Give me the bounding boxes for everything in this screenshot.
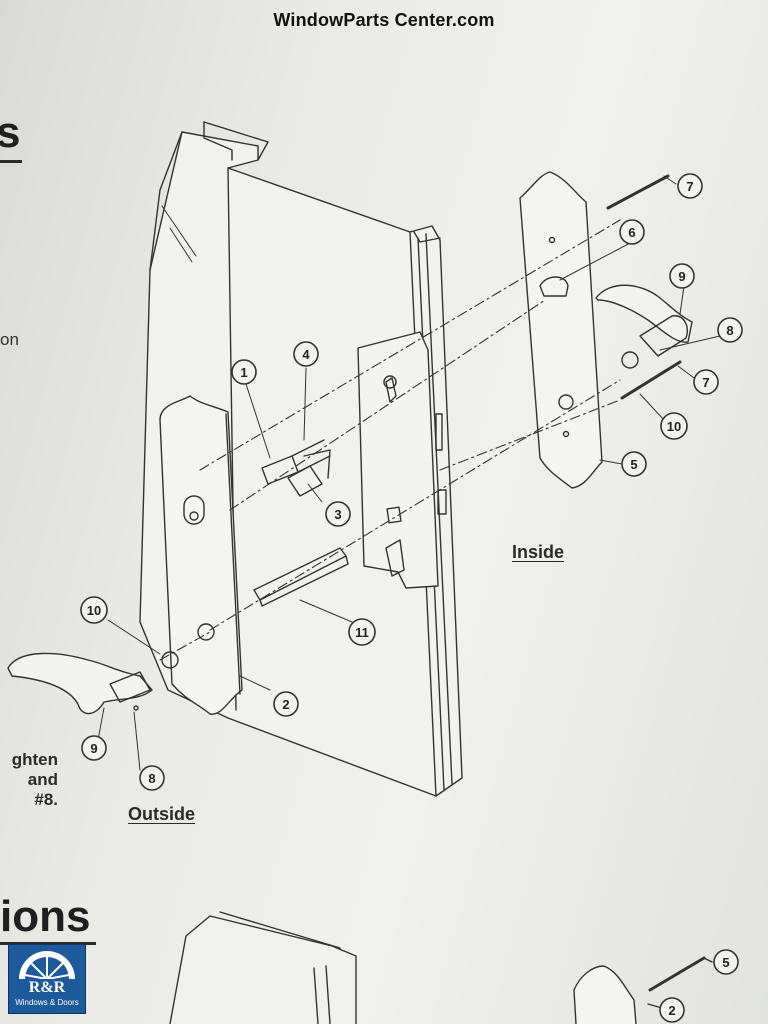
spindle-bar bbox=[253, 547, 349, 607]
callout-label: 10 bbox=[667, 419, 681, 434]
mortise-lock-body bbox=[357, 331, 447, 589]
callout-label: 11 bbox=[355, 625, 369, 640]
callout-10b: 10 bbox=[80, 596, 108, 624]
heading-underline-bottom bbox=[0, 942, 96, 945]
leader-lines bbox=[97, 175, 721, 771]
watermark: WindowParts Center.com bbox=[273, 10, 495, 30]
callout-7b: 7 bbox=[693, 369, 719, 395]
callout-11: 11 bbox=[348, 618, 376, 646]
lower-door-diagram bbox=[169, 911, 713, 1024]
callout-label: 7 bbox=[686, 179, 693, 194]
lower-callout-2: 2 bbox=[659, 997, 685, 1023]
callout-label: 8 bbox=[148, 771, 155, 786]
note-line: #8. bbox=[34, 790, 58, 809]
callout-label: 6 bbox=[628, 225, 635, 240]
logo-tagline: Windows & Doors bbox=[15, 998, 79, 1007]
cylinder-and-cam bbox=[261, 439, 331, 497]
callout-label: 10 bbox=[87, 603, 101, 618]
callout-label: 2 bbox=[668, 1003, 675, 1018]
logo-name: R&R bbox=[28, 979, 66, 996]
inside-label: Inside bbox=[512, 542, 565, 562]
inside-lever bbox=[595, 284, 693, 369]
callout-6: 6 bbox=[619, 219, 645, 245]
callout-5: 5 bbox=[621, 451, 647, 477]
heading-underline-top bbox=[0, 160, 22, 163]
callout-9a: 9 bbox=[669, 263, 695, 289]
callout-2: 2 bbox=[273, 691, 299, 717]
inside-escutcheon bbox=[519, 171, 603, 489]
callout-label: 5 bbox=[630, 457, 637, 472]
mounting-screws bbox=[606, 174, 682, 400]
callout-label: 9 bbox=[678, 269, 685, 284]
heading-fragment-bottom: ions bbox=[0, 892, 91, 941]
callout-7a: 7 bbox=[677, 173, 703, 199]
outside-escutcheon bbox=[159, 395, 243, 715]
callout-label: 2 bbox=[282, 697, 289, 712]
callout-label: 9 bbox=[90, 741, 97, 756]
callout-1: 1 bbox=[231, 359, 257, 385]
heading-fragment-top: s bbox=[0, 108, 21, 157]
callout-label: 3 bbox=[334, 507, 341, 522]
arched-window-icon bbox=[19, 951, 75, 979]
note-line: and bbox=[27, 770, 58, 789]
note-line: ghten bbox=[11, 750, 58, 769]
callout-8b: 8 bbox=[139, 765, 165, 791]
callout-label: 5 bbox=[722, 955, 729, 970]
lower-callout-5: 5 bbox=[713, 949, 739, 975]
callout-9b: 9 bbox=[81, 735, 107, 761]
note-block: ghten and #8. bbox=[0, 750, 58, 810]
callout-label: 4 bbox=[302, 347, 310, 362]
outside-label: Outside bbox=[128, 804, 196, 824]
callout-label: 1 bbox=[240, 365, 247, 380]
callout-label: 7 bbox=[702, 375, 709, 390]
callout-8a: 8 bbox=[717, 317, 743, 343]
callout-4: 4 bbox=[293, 341, 319, 367]
side-text-fragment: on bbox=[0, 330, 19, 349]
callout-3: 3 bbox=[325, 501, 351, 527]
callout-10a: 10 bbox=[660, 412, 688, 440]
alignment-lines bbox=[159, 219, 621, 661]
callout-label: 8 bbox=[726, 323, 733, 338]
outside-lever bbox=[7, 651, 179, 715]
company-logo: R&R Windows & Doors bbox=[8, 944, 86, 1014]
